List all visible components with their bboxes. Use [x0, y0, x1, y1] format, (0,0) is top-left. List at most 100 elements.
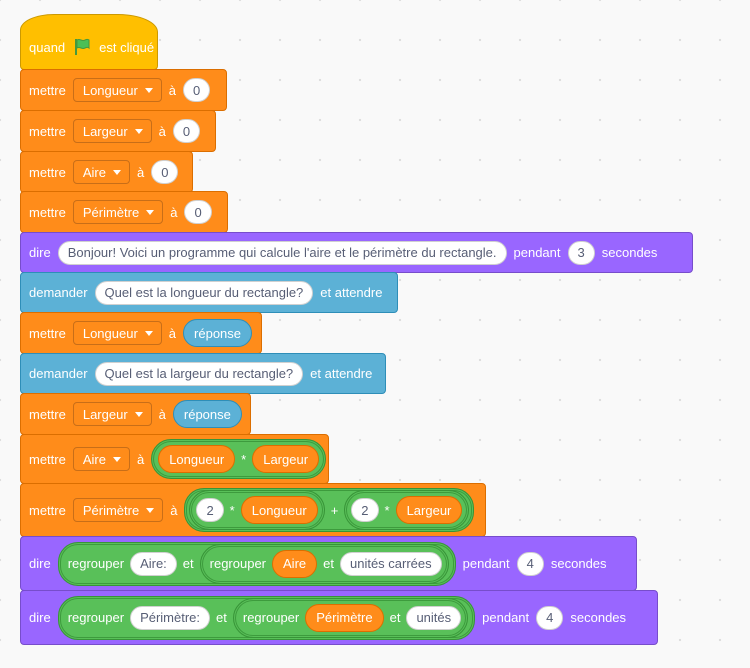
value-input[interactable]: 0: [184, 200, 212, 224]
set-label: mettre: [29, 82, 66, 98]
hat-when-label: quand: [29, 39, 66, 55]
set-perimetre-formula-block[interactable]: mettre Périmètre à 2 * Longueur + 2 * La…: [20, 483, 486, 537]
for-label: pendant: [462, 556, 510, 571]
seconds-input[interactable]: 3: [567, 240, 595, 265]
variable-name: Largeur: [82, 406, 128, 422]
and-label: et: [323, 556, 334, 571]
text-input[interactable]: Aire:: [130, 551, 177, 576]
variable-name: Périmètre: [82, 204, 140, 220]
variable-dropdown[interactable]: Largeur: [72, 402, 152, 426]
set-label: mettre: [29, 325, 66, 341]
dropdown-caret-icon: [134, 412, 143, 417]
value-input[interactable]: 0: [183, 78, 211, 102]
set-label: mettre: [29, 502, 66, 518]
for-label: pendant: [513, 245, 561, 260]
to-label: à: [136, 164, 145, 180]
when-flag-clicked-block[interactable]: quand est cliqué: [20, 14, 158, 70]
variable-name: Aire: [82, 451, 106, 467]
dropdown-caret-icon: [134, 129, 143, 134]
say-for-secs-block[interactable]: dire Bonjour! Voici un programme qui cal…: [20, 232, 693, 273]
multiply-operator[interactable]: 2 * Largeur: [344, 490, 470, 530]
dropdown-caret-icon: [112, 457, 121, 462]
say-join-perimetre-block[interactable]: dire regrouper Périmètre: et regrouper P…: [20, 590, 658, 645]
number-input[interactable]: 2: [351, 498, 379, 522]
question-input[interactable]: Quel est la longueur du rectangle?: [94, 280, 314, 305]
variable-dropdown[interactable]: Périmètre: [72, 498, 164, 522]
hat-clicked-label: est cliqué: [99, 39, 155, 55]
set-longueur-answer-block[interactable]: mettre Longueur à réponse: [20, 312, 262, 354]
variable-reporter-aire[interactable]: Aire: [272, 549, 318, 578]
variable-dropdown[interactable]: Largeur: [72, 119, 152, 143]
join-operator[interactable]: regrouper Aire: et regrouper Aire et uni…: [57, 541, 456, 586]
and-label: et: [389, 610, 401, 625]
text-input[interactable]: unités carrées: [339, 551, 442, 576]
say-label: dire: [29, 556, 51, 571]
answer-reporter[interactable]: réponse: [172, 400, 242, 428]
add-operator[interactable]: 2 * Longueur + 2 * Largeur: [184, 488, 475, 532]
dropdown-caret-icon: [146, 210, 155, 215]
variable-dropdown[interactable]: Périmètre: [72, 200, 164, 224]
to-label: à: [158, 406, 166, 422]
multiply-operator[interactable]: 2 * Longueur: [189, 490, 325, 530]
variable-reporter-longueur[interactable]: Longueur: [158, 445, 236, 473]
dropdown-caret-icon: [112, 170, 121, 175]
variable-reporter-longueur[interactable]: Longueur: [240, 496, 318, 524]
variable-reporter-largeur[interactable]: Largeur: [395, 496, 463, 524]
ask-and-wait-block[interactable]: demander Quel est la largeur du rectangl…: [20, 353, 386, 394]
join-operator[interactable]: regrouper Périmètre et unités: [232, 597, 469, 638]
set-label: mettre: [29, 406, 66, 422]
to-label: à: [168, 325, 177, 341]
dropdown-caret-icon: [144, 88, 153, 93]
text-input[interactable]: unités: [406, 605, 462, 630]
and-label: et: [216, 610, 227, 625]
to-label: à: [136, 451, 145, 467]
multiply-operator[interactable]: Longueur * Largeur: [151, 439, 327, 479]
multiply-sign: *: [241, 451, 247, 467]
variable-name: Longueur: [82, 325, 138, 341]
seconds-label: secondes: [570, 610, 627, 625]
set-largeur-answer-block[interactable]: mettre Largeur à réponse: [20, 393, 251, 435]
set-largeur-block[interactable]: mettre Largeur à 0: [20, 110, 216, 152]
join-operator[interactable]: regrouper Périmètre: et regrouper Périmè…: [57, 595, 476, 640]
set-longueur-block[interactable]: mettre Longueur à 0: [20, 69, 227, 111]
seconds-input[interactable]: 4: [516, 551, 544, 576]
for-label: pendant: [482, 610, 530, 625]
question-input[interactable]: Quel est la largeur du rectangle?: [94, 361, 304, 386]
value-input[interactable]: 0: [151, 160, 179, 184]
wait-label: et attendre: [310, 366, 373, 381]
value-input[interactable]: 0: [172, 119, 201, 143]
join-label: regrouper: [67, 556, 125, 571]
variable-name: Périmètre: [82, 502, 140, 518]
variable-name: Longueur: [82, 82, 138, 98]
say-join-aire-block[interactable]: dire regrouper Aire: et regrouper Aire e…: [20, 536, 637, 591]
join-operator[interactable]: regrouper Aire et unités carrées: [199, 543, 449, 584]
green-flag-icon: [72, 37, 92, 57]
dropdown-caret-icon: [144, 331, 153, 336]
variable-name: Aire: [82, 164, 106, 180]
seconds-input[interactable]: 4: [536, 605, 564, 630]
answer-reporter[interactable]: réponse: [183, 319, 253, 347]
set-aire-product-block[interactable]: mettre Aire à Longueur * Largeur: [20, 434, 329, 484]
ask-and-wait-block[interactable]: demander Quel est la longueur du rectang…: [20, 272, 398, 313]
set-label: mettre: [29, 204, 66, 220]
set-label: mettre: [29, 164, 66, 180]
set-label: mettre: [29, 451, 66, 467]
variable-dropdown[interactable]: Longueur: [72, 78, 162, 102]
multiply-sign: *: [229, 502, 235, 518]
variable-name: Largeur: [82, 123, 128, 139]
seconds-label: secondes: [601, 245, 658, 260]
variable-reporter-perimetre[interactable]: Périmètre: [305, 603, 384, 632]
seconds-label: secondes: [550, 556, 607, 571]
variable-reporter-largeur[interactable]: Largeur: [252, 445, 320, 473]
set-label: mettre: [29, 123, 66, 139]
set-aire-block[interactable]: mettre Aire à 0: [20, 151, 193, 193]
message-input[interactable]: Bonjour! Voici un programme qui calcule …: [57, 240, 507, 265]
dropdown-caret-icon: [146, 508, 155, 513]
set-perimetre-block[interactable]: mettre Périmètre à 0: [20, 191, 228, 233]
variable-dropdown[interactable]: Aire: [72, 447, 130, 471]
variable-dropdown[interactable]: Aire: [72, 160, 130, 184]
text-input[interactable]: Périmètre:: [130, 605, 211, 630]
number-input[interactable]: 2: [196, 498, 224, 522]
variable-dropdown[interactable]: Longueur: [72, 321, 162, 345]
to-label: à: [170, 502, 178, 518]
